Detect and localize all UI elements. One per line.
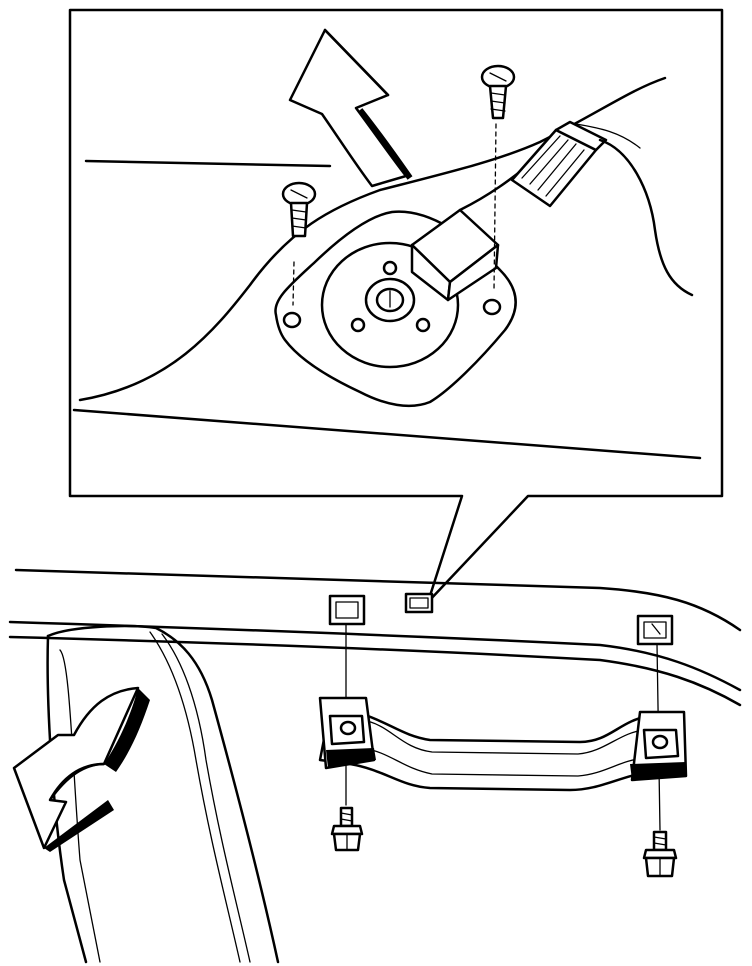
inset-frame bbox=[68, 8, 724, 604]
screw-icon bbox=[480, 64, 516, 120]
bolt-icon bbox=[330, 806, 364, 852]
roof-rail-mid bbox=[8, 620, 742, 692]
inset-panel-curve bbox=[78, 76, 667, 402]
roof-rail-top bbox=[14, 568, 742, 632]
screw-icon bbox=[281, 181, 317, 238]
bolt-icon bbox=[642, 830, 678, 878]
inset-roof-line bbox=[84, 159, 332, 168]
mount-clip-right bbox=[636, 614, 674, 646]
detail-inset bbox=[68, 8, 724, 604]
main-view bbox=[8, 568, 742, 964]
lamp-mount-hole-left bbox=[282, 311, 302, 329]
lamp-rivet-right bbox=[415, 317, 431, 333]
screw-guide-right bbox=[493, 123, 497, 291]
up-arrow-icon bbox=[288, 28, 413, 188]
inset-trim-edge bbox=[72, 408, 702, 460]
roof-rail-low bbox=[8, 635, 742, 707]
connector-icon bbox=[510, 120, 608, 208]
lamp-switch-block bbox=[410, 208, 500, 302]
down-left-arrow-icon bbox=[12, 686, 150, 852]
lamp-socket-outer bbox=[364, 277, 416, 323]
assist-handle bbox=[318, 696, 688, 792]
lamp-location-marker bbox=[404, 592, 434, 614]
lamp-socket-inner bbox=[375, 287, 405, 313]
screw-guide-left bbox=[292, 261, 295, 306]
lamp-rivet-left bbox=[350, 317, 366, 333]
mount-clip-left bbox=[328, 594, 366, 626]
harness-wire bbox=[598, 138, 694, 297]
lamp-rivet-top bbox=[382, 260, 398, 276]
lamp-mount-hole-right bbox=[482, 298, 502, 316]
pillar-trim-panel bbox=[46, 624, 280, 964]
